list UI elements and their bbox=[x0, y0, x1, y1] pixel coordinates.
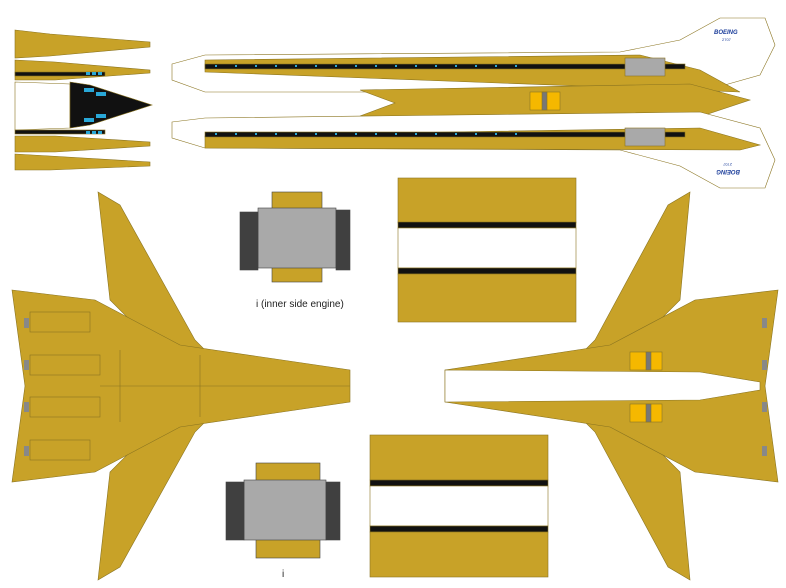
inner-engine-label: i (inner side engine) bbox=[256, 299, 344, 310]
engine-lower-dark-right bbox=[325, 481, 341, 541]
top-engine-2 bbox=[29, 354, 101, 376]
top-engine-1 bbox=[29, 311, 91, 333]
top-engine-4 bbox=[29, 439, 91, 461]
top-view-aircraft bbox=[11, 191, 351, 581]
strip-lower-white bbox=[369, 485, 549, 527]
strip-upper-black-2 bbox=[397, 267, 577, 275]
nose-black-band-2 bbox=[14, 129, 106, 135]
fuselage-strips-lower bbox=[369, 434, 549, 578]
engine-lower-grey bbox=[243, 479, 327, 541]
strip-lower-black-1 bbox=[369, 479, 549, 487]
engine-grey-upper bbox=[624, 57, 666, 77]
nose-strip-4 bbox=[14, 153, 151, 171]
engine-lower-dark-left bbox=[225, 481, 245, 541]
engine-upper-grey bbox=[257, 207, 337, 269]
nose-strip-1 bbox=[14, 29, 151, 59]
nose-black-band-1 bbox=[14, 71, 106, 77]
top-engine-3 bbox=[29, 396, 101, 418]
bottom-nozzles bbox=[762, 318, 767, 456]
boeing-logo-lower: BOEING 2707 bbox=[716, 162, 740, 174]
nose-white-strip bbox=[14, 81, 71, 131]
windows-lower bbox=[215, 133, 517, 135]
nose-strip-3 bbox=[14, 135, 151, 153]
engine-grey-lower bbox=[624, 127, 666, 147]
strip-lower-gold-bottom bbox=[369, 531, 549, 578]
logo-model-lower: 2707 bbox=[722, 162, 732, 167]
logo-brand-lower: BOEING bbox=[716, 168, 740, 174]
top-nozzles bbox=[24, 318, 29, 456]
fuselage-side-parts bbox=[171, 17, 776, 189]
boeing-logo-upper: BOEING 2707 bbox=[714, 30, 738, 42]
strip-upper-gold-top bbox=[397, 177, 577, 224]
cockpit-windows bbox=[84, 72, 106, 134]
engine-upper-dark-left bbox=[239, 211, 259, 271]
belly-marker-upper-grey bbox=[541, 91, 548, 111]
engine-i-label: i bbox=[282, 569, 284, 580]
window-band-upper bbox=[204, 63, 686, 70]
windows-upper bbox=[215, 65, 517, 67]
strip-lower-black-2 bbox=[369, 525, 549, 533]
inner-engine-part-upper bbox=[239, 191, 351, 283]
nose-parts bbox=[14, 29, 153, 171]
engine-upper-dark-right bbox=[335, 209, 351, 271]
bottom-white-belly bbox=[444, 369, 761, 403]
bottom-view-aircraft bbox=[444, 191, 779, 581]
fuselage-strips-upper bbox=[397, 177, 577, 323]
nose-strip-2 bbox=[14, 59, 151, 81]
strip-upper-black-1 bbox=[397, 221, 577, 229]
nose-canopy bbox=[69, 81, 153, 129]
logo-model-upper: 2707 bbox=[722, 37, 732, 42]
logo-brand-upper: BOEING bbox=[714, 30, 738, 36]
strip-upper-gold-bottom bbox=[397, 273, 577, 323]
strip-lower-gold-top bbox=[369, 434, 549, 481]
strip-upper-white bbox=[397, 227, 577, 269]
inner-engine-part-lower bbox=[225, 462, 341, 559]
bottom-marker-upper-grey bbox=[645, 351, 652, 371]
bottom-marker-lower-grey bbox=[645, 403, 652, 423]
window-band-lower bbox=[204, 131, 686, 138]
